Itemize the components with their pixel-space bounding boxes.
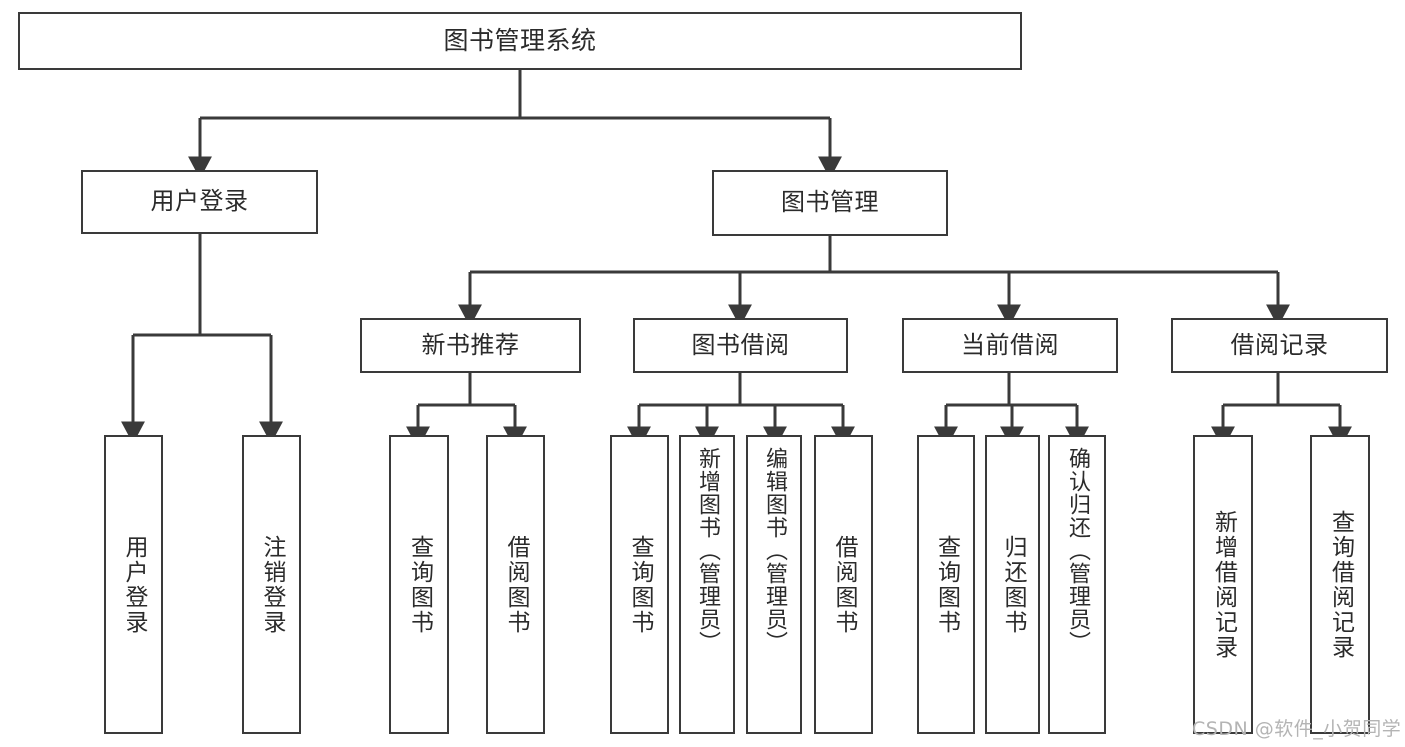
node-leaf-borrow-book-1[interactable]: 借阅图书 xyxy=(486,435,545,734)
node-leaf-confirm-return-label: 确认归还（管理员） xyxy=(1065,447,1090,654)
node-leaf-return-book[interactable]: 归还图书 xyxy=(985,435,1040,734)
node-leaf-edit-book[interactable]: 编辑图书（管理员） xyxy=(746,435,802,734)
node-borrow-record-label: 借阅记录 xyxy=(1230,330,1329,359)
node-book-manage-label: 图书管理 xyxy=(781,188,879,217)
node-book-borrow[interactable]: 图书借阅 xyxy=(633,318,848,373)
node-current-borrow-label: 当前借阅 xyxy=(961,330,1059,359)
node-leaf-borrow-book-1-label: 借阅图书 xyxy=(503,534,529,635)
node-leaf-query-record-label: 查询借阅记录 xyxy=(1327,509,1354,660)
node-root[interactable]: 图书管理系统 xyxy=(18,12,1022,70)
node-new-book-recommend-label: 新书推荐 xyxy=(421,330,520,359)
node-user-login-label: 用户登录 xyxy=(150,187,249,216)
node-leaf-logout-login-label: 注销登录 xyxy=(259,534,285,635)
node-leaf-add-record-label: 新增借阅记录 xyxy=(1210,509,1237,660)
node-leaf-query-book-1[interactable]: 查询图书 xyxy=(389,435,449,734)
node-borrow-record[interactable]: 借阅记录 xyxy=(1171,318,1388,373)
node-book-manage[interactable]: 图书管理 xyxy=(712,170,948,236)
node-leaf-query-book-1-label: 查询图书 xyxy=(406,534,433,635)
node-leaf-query-book-2[interactable]: 查询图书 xyxy=(610,435,669,734)
node-book-borrow-label: 图书借阅 xyxy=(691,330,790,359)
node-leaf-query-record[interactable]: 查询借阅记录 xyxy=(1310,435,1370,734)
node-leaf-borrow-book-2-label: 借阅图书 xyxy=(831,534,857,635)
node-current-borrow[interactable]: 当前借阅 xyxy=(902,318,1118,373)
node-leaf-add-book[interactable]: 新增图书（管理员） xyxy=(679,435,735,734)
node-leaf-query-book-3[interactable]: 查询图书 xyxy=(917,435,975,734)
node-leaf-return-book-label: 归还图书 xyxy=(1000,534,1026,635)
node-leaf-confirm-return[interactable]: 确认归还（管理员） xyxy=(1048,435,1106,734)
node-user-login[interactable]: 用户登录 xyxy=(81,170,318,234)
node-leaf-query-book-2-label: 查询图书 xyxy=(627,534,653,635)
node-leaf-query-book-3-label: 查询图书 xyxy=(933,534,960,635)
node-root-label: 图书管理系统 xyxy=(443,25,597,55)
node-leaf-logout-login[interactable]: 注销登录 xyxy=(242,435,301,734)
node-leaf-add-book-label: 新增图书（管理员） xyxy=(695,447,720,654)
csdn-watermark: CSDN @软件_小贺同学 xyxy=(1192,718,1402,740)
node-leaf-user-login[interactable]: 用户登录 xyxy=(104,435,163,734)
node-leaf-user-login-label: 用户登录 xyxy=(121,534,147,635)
node-leaf-edit-book-label: 编辑图书（管理员） xyxy=(762,447,787,654)
node-leaf-borrow-book-2[interactable]: 借阅图书 xyxy=(814,435,873,734)
node-leaf-add-record[interactable]: 新增借阅记录 xyxy=(1193,435,1253,734)
node-new-book-recommend[interactable]: 新书推荐 xyxy=(360,318,581,373)
